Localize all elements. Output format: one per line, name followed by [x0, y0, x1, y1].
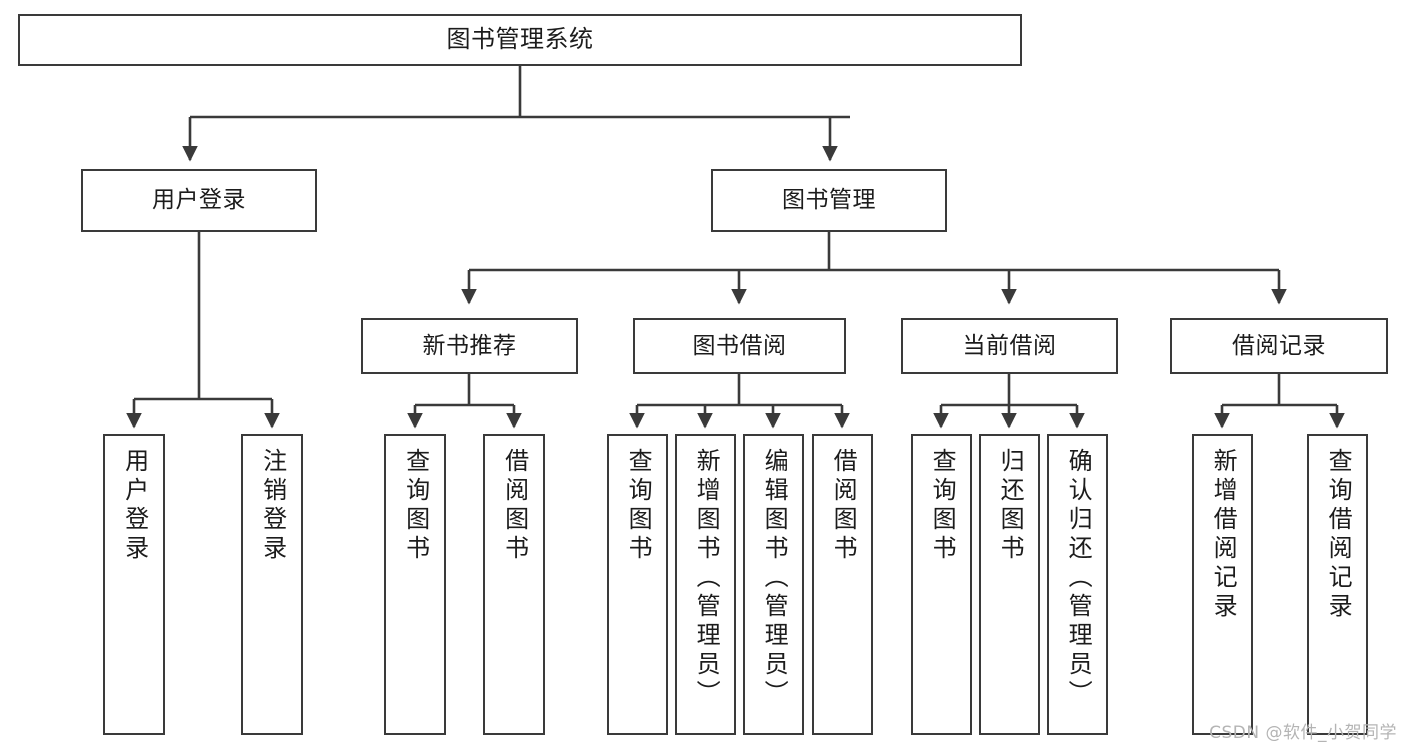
leaf-user-login-signout-label: 注销登录	[258, 448, 287, 564]
leaf-book-edit-admin[interactable]: 编辑图书（管理员）	[743, 434, 804, 735]
leaf-current-borrow-return-label: 归还图书	[996, 448, 1025, 564]
node-new-book-recommend[interactable]: 新书推荐	[361, 318, 578, 374]
leaf-record-add[interactable]: 新增借阅记录	[1192, 434, 1253, 735]
leaf-record-query-label: 查询借阅记录	[1324, 448, 1353, 622]
node-current-borrow[interactable]: 当前借阅	[901, 318, 1118, 374]
node-borrow-record[interactable]: 借阅记录	[1170, 318, 1388, 374]
leaf-user-login-signout[interactable]: 注销登录	[241, 434, 303, 735]
leaf-book-borrow-action-label: 借阅图书	[829, 448, 858, 564]
node-user-login[interactable]: 用户登录	[81, 169, 317, 232]
leaf-user-login-signin[interactable]: 用户登录	[103, 434, 165, 735]
node-root-system[interactable]: 图书管理系统	[18, 14, 1022, 66]
leaf-book-borrow-query-label: 查询图书	[624, 448, 653, 564]
node-book-management-label: 图书管理	[782, 187, 876, 214]
node-book-borrow-label: 图书借阅	[692, 332, 787, 359]
leaf-new-book-borrow[interactable]: 借阅图书	[483, 434, 545, 735]
leaf-book-edit-admin-label: 编辑图书（管理员）	[760, 448, 789, 709]
leaf-book-borrow-action[interactable]: 借阅图书	[812, 434, 873, 735]
leaf-record-query[interactable]: 查询借阅记录	[1307, 434, 1368, 735]
leaf-current-borrow-confirm-admin[interactable]: 确认归还（管理员）	[1047, 434, 1108, 735]
leaf-book-borrow-query[interactable]: 查询图书	[607, 434, 668, 735]
node-book-management[interactable]: 图书管理	[711, 169, 947, 232]
leaf-current-borrow-confirm-admin-label: 确认归还（管理员）	[1064, 448, 1093, 709]
node-current-borrow-label: 当前借阅	[962, 332, 1057, 359]
node-borrow-record-label: 借阅记录	[1232, 332, 1326, 359]
leaf-current-borrow-query-label: 查询图书	[928, 448, 957, 564]
node-root-system-label: 图书管理系统	[446, 25, 594, 54]
leaf-current-borrow-query[interactable]: 查询图书	[911, 434, 972, 735]
leaf-new-book-borrow-label: 借阅图书	[500, 448, 529, 564]
node-book-borrow[interactable]: 图书借阅	[633, 318, 846, 374]
leaf-new-book-query-label: 查询图书	[401, 448, 430, 564]
leaf-current-borrow-return[interactable]: 归还图书	[979, 434, 1040, 735]
node-new-book-recommend-label: 新书推荐	[422, 332, 517, 359]
leaf-user-login-signin-label: 用户登录	[120, 448, 149, 564]
leaf-book-add-admin[interactable]: 新增图书（管理员）	[675, 434, 736, 735]
leaf-record-add-label: 新增借阅记录	[1209, 448, 1238, 622]
leaf-book-add-admin-label: 新增图书（管理员）	[692, 448, 721, 709]
leaf-new-book-query[interactable]: 查询图书	[384, 434, 446, 735]
node-user-login-label: 用户登录	[152, 187, 246, 214]
